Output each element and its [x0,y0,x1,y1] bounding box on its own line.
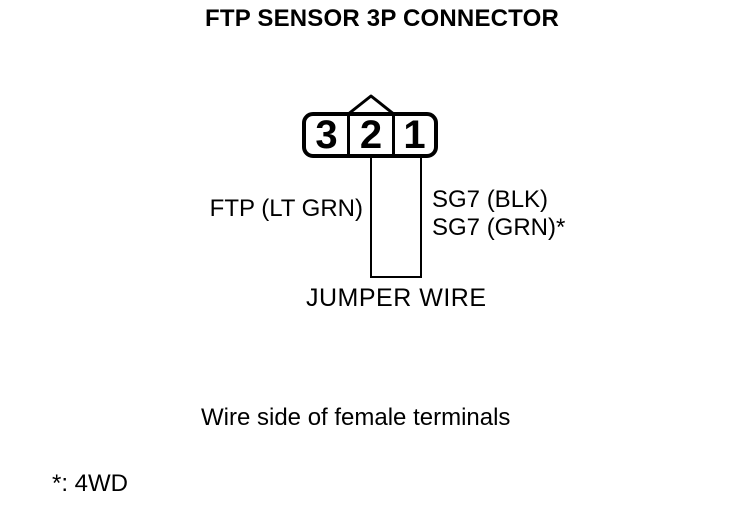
connector-pin-3: 3 [306,113,347,157]
pin-1-number: 1 [403,113,426,157]
pin-2-number: 2 [359,113,383,157]
diagram-title: FTP SENSOR 3P CONNECTOR [205,5,560,32]
footnote-4wd: *: 4WD [52,470,129,497]
connector-pin-2: 2 [347,113,392,157]
wire-label-ftp: FTP (LT GRN) [209,195,363,222]
pin-3-number: 3 [315,113,338,157]
connector-pin-1: 1 [392,113,434,157]
connector-lock-tab-icon [346,94,396,117]
wire-label-sg7-line2: SG7 (GRN)* [432,214,566,241]
view-note: Wire side of female terminals [201,404,511,431]
wire-label-sg7-line1: SG7 (BLK) [432,186,549,213]
jumper-wire-label: JUMPER WIRE [306,284,487,312]
jumper-wire-line [370,158,422,278]
connector-body: 3 2 1 [302,112,438,158]
wire-label-sg7: SG7 (BLK) SG7 (GRN)* [432,186,565,242]
